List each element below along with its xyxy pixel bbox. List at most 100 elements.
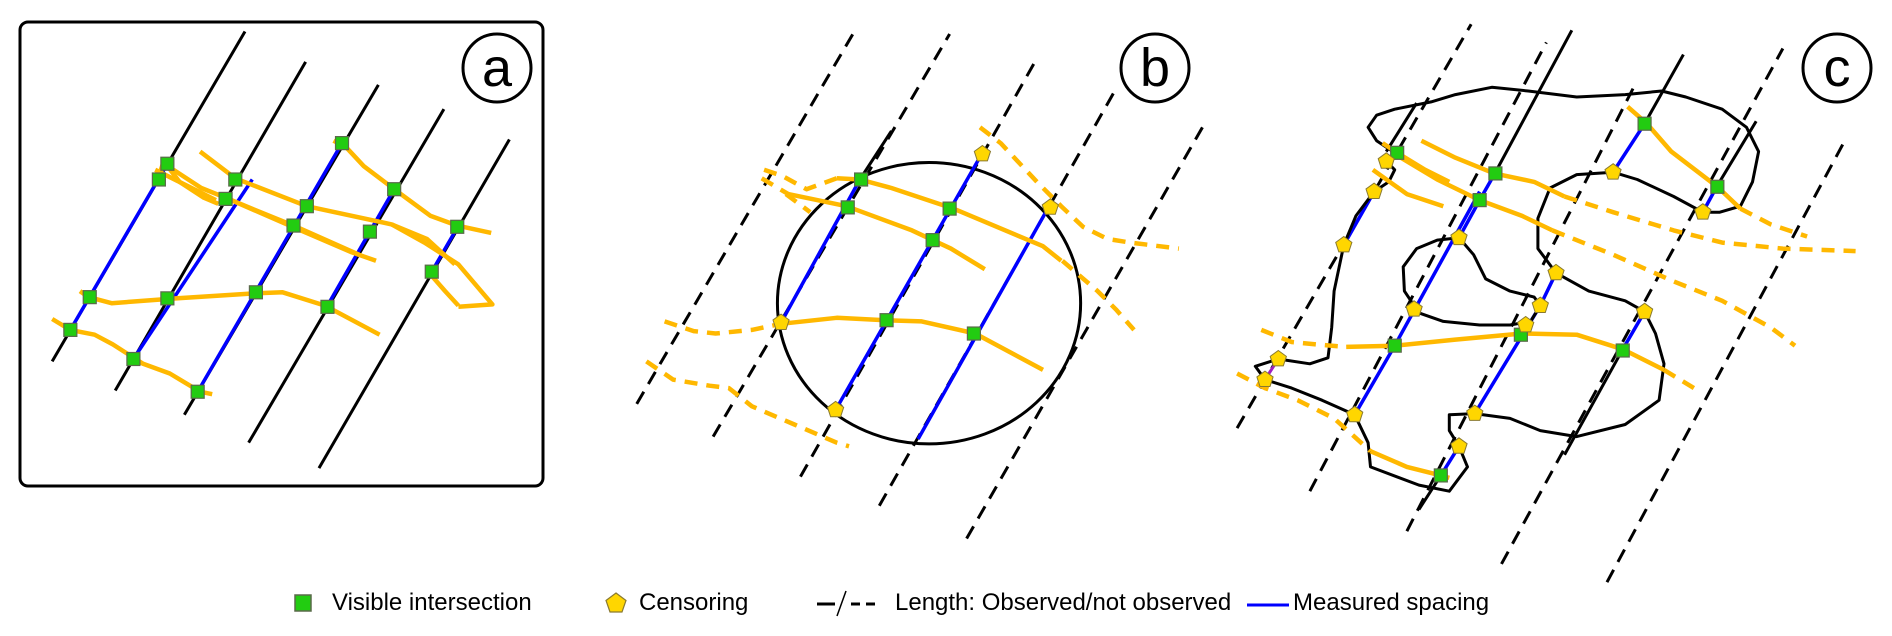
unobserved-fracture-line (1605, 142, 1845, 583)
legend-label-visible-intersection: Visible intersection (332, 589, 532, 616)
measured-spacing-segment (325, 188, 396, 307)
censoring-marker (1517, 315, 1535, 333)
crossing-fracture-trace (390, 222, 495, 310)
irregular-sampling-outline (1253, 85, 1761, 493)
panel-c: c (1235, 23, 1873, 583)
visible-intersection-marker (840, 200, 855, 215)
panel-b-lines (635, 29, 1205, 540)
yellow-pentagon-icon (605, 592, 627, 613)
visible-intersection-marker (1472, 193, 1487, 208)
visible-intersection-marker (925, 233, 940, 248)
panel-a-label-circle (461, 32, 533, 104)
measured-spacing-segment (916, 205, 1051, 440)
censoring-marker (1547, 263, 1565, 281)
visible-intersection-marker (151, 172, 166, 187)
unobserved-crossing-fracture (1739, 206, 1808, 239)
unobserved-fracture-line (635, 29, 857, 405)
visible-intersection-marker (854, 172, 869, 187)
fracture-set-line (317, 138, 511, 469)
visible-intersection-marker (966, 326, 981, 341)
measured-spacing-segment (68, 162, 169, 331)
censoring-marker (1365, 182, 1383, 199)
legend-item-visible-intersection: Visible intersection (292, 585, 532, 621)
visible-intersection-marker (299, 199, 314, 214)
inner-outline-loop (1401, 236, 1542, 327)
measured-spacing-segment (131, 178, 254, 360)
censoring-marker (1635, 302, 1654, 320)
visible-intersection-marker (228, 172, 243, 187)
measured-spacing-segment (1611, 122, 1647, 174)
unobserved-crossing-fracture (663, 319, 782, 336)
visible-intersection-marker (286, 218, 301, 233)
observed-fracture-segment (858, 130, 893, 181)
legend-label-censoring: Censoring (639, 589, 749, 616)
visible-intersection-marker (450, 219, 465, 234)
panel-c-label-badge: c (1801, 32, 1873, 104)
visible-intersection-marker (160, 156, 175, 171)
censoring-marker (973, 144, 992, 162)
censoring-marker (826, 400, 845, 418)
censoring-marker (1694, 203, 1712, 220)
green-square-icon (294, 594, 312, 612)
censoring-marker (772, 313, 790, 330)
censoring-marker (1041, 198, 1059, 215)
unobserved-crossing-fracture (784, 192, 812, 215)
observed-fracture-segment (1384, 102, 1418, 153)
censoring-marker (1269, 349, 1287, 367)
observed-crossing-fracture (1371, 167, 1445, 209)
observed-fracture-segment (1643, 53, 1685, 125)
unobserved-fracture-line (1405, 84, 1637, 532)
measured-spacing-segment (196, 142, 344, 393)
censoring-marker (1405, 300, 1423, 317)
visible-intersection-marker (190, 384, 205, 399)
visible-intersection-marker (63, 322, 78, 337)
panel-b-label: b (1140, 38, 1170, 98)
legend: Visible intersection Censoring Length: O… (0, 585, 1892, 625)
unobserved-fracture-line (1308, 41, 1548, 492)
visible-intersection-marker (126, 351, 141, 367)
panel-c-label: c (1824, 38, 1851, 98)
observed-crossing-fracture (787, 191, 986, 272)
visible-intersection-marker (1637, 116, 1652, 131)
visible-intersection-marker (942, 201, 957, 216)
legend-item-measured-spacing: Measured spacing (1245, 585, 1489, 621)
censoring-marker (1531, 296, 1549, 313)
censoring-marker (1346, 405, 1364, 423)
unobserved-fracture-line (1500, 47, 1785, 565)
visible-intersection-marker (362, 224, 378, 239)
panel-b-label-badge: b (1119, 32, 1191, 104)
visible-intersection-marker (387, 182, 402, 197)
visible-intersection-marker (1488, 166, 1503, 181)
visible-intersection-marker (218, 191, 233, 207)
measured-spacing-segment (1353, 344, 1397, 416)
panel-a-frame (18, 20, 545, 488)
visible-intersection-marker (424, 264, 439, 279)
unobserved-crossing-fracture (1551, 228, 1797, 348)
unobserved-fracture-line (711, 33, 951, 438)
visible-intersection-marker (1710, 179, 1725, 194)
panel-a: a (18, 20, 545, 488)
legend-item-censoring: Censoring (480, 585, 748, 621)
unobserved-crossing-fracture (1260, 327, 1347, 350)
unobserved-crossing-fracture (1563, 194, 1856, 254)
panel-b: b (635, 29, 1205, 540)
unobserved-crossing-fracture (645, 359, 850, 449)
legend-label-measured-spacing: Measured spacing (1293, 589, 1490, 616)
panel-c-lines (1235, 23, 1856, 583)
observed-fracture-segment (1492, 29, 1574, 176)
unobserved-crossing-fracture (1236, 371, 1373, 453)
visible-intersection-marker (1433, 468, 1448, 483)
solid-slash-dashed-line-icon (817, 590, 875, 617)
visible-intersection-marker (1387, 338, 1402, 353)
censoring-marker (1377, 152, 1395, 169)
crossing-fracture-trace (224, 195, 377, 263)
blue-line-icon (1247, 603, 1289, 607)
censoring-marker (1256, 370, 1274, 387)
measured-spacing-segment (1393, 190, 1482, 347)
unobserved-fracture-line (965, 125, 1205, 540)
measured-spacing-segment (834, 151, 984, 411)
unobserved-crossing-fracture (978, 125, 1180, 251)
panel-b-label-circle (1119, 32, 1191, 104)
visible-intersection-marker (320, 299, 335, 314)
